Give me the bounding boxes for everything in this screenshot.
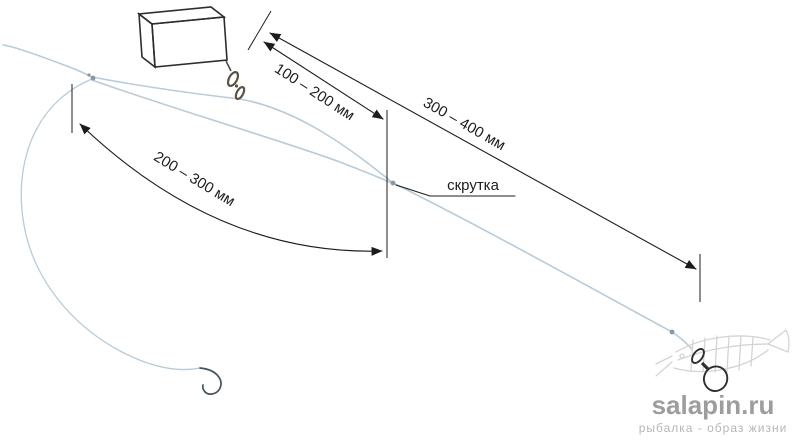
twist-callout: скрутка <box>395 177 516 197</box>
fishing-lines <box>2 44 693 371</box>
watermark-subtitle: рыбалка - образ жизни <box>639 421 788 435</box>
arrow-main-section <box>269 32 697 270</box>
hook-icon <box>199 367 222 395</box>
arrow-leader <box>79 123 383 256</box>
leader-line <box>20 78 201 371</box>
knot-bottom <box>669 329 675 335</box>
feeder-cage <box>136 6 228 69</box>
dim-label-feeder-drop: 100 – 200 мм <box>271 60 357 124</box>
main-line-lower <box>392 182 693 350</box>
watermark-title: salapin.ru <box>652 390 775 420</box>
dim-label-leader: 200 – 300 мм <box>151 148 238 210</box>
knot-top2 <box>87 73 91 77</box>
feeder-swivel-icon <box>225 60 246 101</box>
twist-label: скрутка <box>447 177 499 194</box>
main-line-to-rod <box>2 44 93 78</box>
dimension-arrows <box>79 32 697 270</box>
feeder-front-face <box>151 16 228 68</box>
fish-skeleton-watermark <box>655 329 790 377</box>
snap-swivel-icon <box>691 348 729 392</box>
tick-feeder <box>247 10 272 51</box>
knots <box>87 73 675 335</box>
twist-leader-line <box>395 184 516 197</box>
knot-twist-junction <box>390 180 396 186</box>
knot-top <box>90 75 96 81</box>
